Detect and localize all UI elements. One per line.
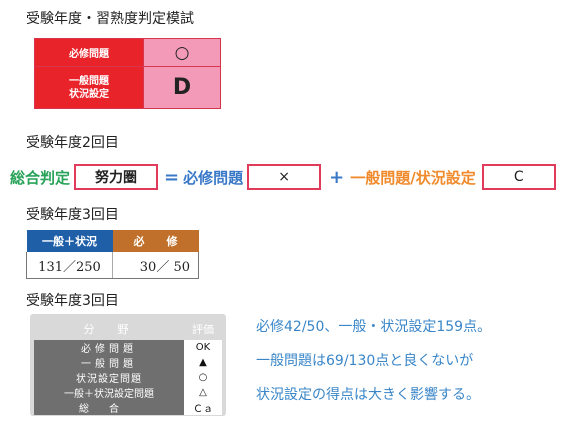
heading-third-b: 受験年度3回目: [26, 293, 119, 309]
label-hissu: 必修問題: [34, 38, 144, 67]
header-general: 一般＋状況: [26, 230, 113, 252]
eval-row: ▲: [184, 355, 222, 370]
total-value-box: 努力圏: [74, 164, 159, 190]
eval-row: △: [184, 385, 222, 400]
mock-exam-table: 必修問題 ○ 一般問題 状況設定 D: [34, 38, 221, 109]
evaluation-table: 分 野 評価 必修問題 OK 一般問題 ▲ 状況設定問題 ○ 一般＋状況設定問題…: [34, 318, 222, 415]
general-label: 一般問題/状況設定: [350, 168, 476, 187]
value-general: D: [143, 66, 221, 109]
subject-row: 総合: [34, 400, 184, 415]
hissu-label: 必修問題: [183, 168, 244, 187]
note-line-3: 状況設定の得点は大きく影響する。: [256, 387, 480, 403]
heading-third-a: 受験年度3回目: [26, 207, 119, 223]
note-line-1: 必修42/50、一般・状況設定159点。: [256, 319, 492, 335]
value-general-score: 131／250: [26, 252, 113, 279]
heading-second: 受験年度2回目: [26, 135, 119, 151]
header-subject: 分 野: [83, 323, 135, 336]
label-general: 一般問題 状況設定: [34, 66, 144, 109]
subject-row: 状況設定問題: [34, 370, 184, 385]
score-table: 一般＋状況 必 修 131／250 30／ 50: [26, 230, 199, 279]
equals-sign: =: [164, 166, 180, 188]
evaluation-panel: 分 野 評価 必修問題 OK 一般問題 ▲ 状況設定問題 ○ 一般＋状況設定問題…: [30, 314, 226, 416]
header-eval: 評価: [192, 323, 214, 336]
subject-row: 必修問題: [34, 340, 184, 355]
eval-row: OK: [184, 340, 222, 355]
note-line-2: 一般問題は69/130点と良くないが: [256, 353, 474, 369]
subject-row: 一般＋状況設定問題: [34, 385, 184, 400]
plus-sign: +: [329, 166, 345, 188]
value-hissu: ○: [143, 38, 221, 67]
general-value-box: C: [481, 164, 556, 190]
hissu-value-box: ×: [247, 164, 322, 190]
total-label: 総合判定: [10, 168, 71, 187]
eval-row: Ｃａ: [184, 400, 222, 415]
judgement-row: 総合判定 努力圏 = 必修問題 × + 一般問題/状況設定 C: [10, 164, 556, 190]
value-hissu-score: 30／ 50: [112, 252, 199, 279]
subject-row: 一般問題: [34, 355, 184, 370]
eval-row: ○: [184, 370, 222, 385]
heading-mock-exam: 受験年度・習熟度判定模試: [26, 11, 194, 27]
header-hissu: 必 修: [112, 230, 199, 252]
